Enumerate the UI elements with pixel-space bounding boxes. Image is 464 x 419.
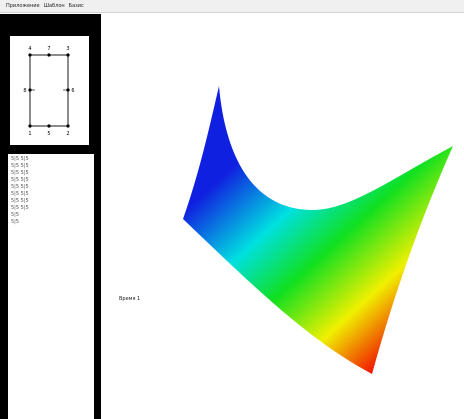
surface-plot	[183, 86, 453, 374]
list-item[interactable]: 5|5 5|5	[11, 198, 29, 204]
time-label: Время 1	[119, 296, 141, 302]
list-item[interactable]: 5|5 5|5	[11, 191, 29, 197]
node-label-bottom-left: 1	[28, 131, 31, 137]
list-item[interactable]: 5|5 5|5	[11, 177, 29, 183]
node-mid-left[interactable]	[28, 88, 32, 92]
list-item[interactable]: 5|5 5|5	[11, 170, 29, 176]
left-sidebar: 4 7 3 8 6 1 5 2 5|5 5|5 5|5 5|5 5|5 5|5 …	[0, 14, 101, 419]
list-item[interactable]: 5|5 5|5	[11, 163, 29, 169]
node-top-mid[interactable]	[47, 53, 51, 57]
menu-item-template[interactable]: Шаблон	[43, 2, 65, 9]
sidebar-list-panel[interactable]: 5|5 5|5 5|5 5|5 5|5 5|5 5|5 5|5 5|5 5|5 …	[8, 154, 94, 419]
node-label-mid-right: 6	[71, 88, 74, 94]
node-bottom-right[interactable]	[66, 124, 70, 128]
menu-item-application[interactable]: Приложение	[6, 2, 40, 9]
node-label-bottom-right: 2	[66, 131, 69, 137]
list-item[interactable]: 5|5	[11, 219, 20, 225]
node-top-left[interactable]	[28, 53, 32, 57]
list-item[interactable]: 5|5 5|5	[11, 156, 29, 162]
list-item[interactable]: 5|5 5|5	[11, 205, 29, 211]
node-label-top-right: 3	[66, 46, 69, 52]
node-label-bottom-mid: 5	[47, 131, 50, 137]
node-label-top-mid: 7	[47, 46, 50, 52]
list-item[interactable]: 5|5	[11, 212, 20, 218]
node-bottom-left[interactable]	[28, 124, 32, 128]
menu-item-basis[interactable]: Базис	[68, 2, 84, 9]
node-mid-right[interactable]	[66, 88, 70, 92]
element-schematic: 4 7 3 8 6 1 5 2	[23, 46, 74, 137]
menu-bar: Приложение Шаблон Базис	[0, 0, 464, 13]
list-item[interactable]: 5|5 5|5	[11, 184, 29, 190]
node-label-top-left: 4	[28, 46, 31, 52]
element-preview-panel[interactable]: 4 7 3 8 6 1 5 2	[10, 36, 89, 145]
element-outline	[29, 54, 69, 127]
node-label-mid-left: 8	[23, 88, 26, 94]
node-top-right[interactable]	[66, 53, 70, 57]
node-bottom-mid[interactable]	[47, 124, 51, 128]
render-canvas[interactable]: Время 1	[101, 14, 464, 419]
deformed-surface	[183, 86, 453, 374]
